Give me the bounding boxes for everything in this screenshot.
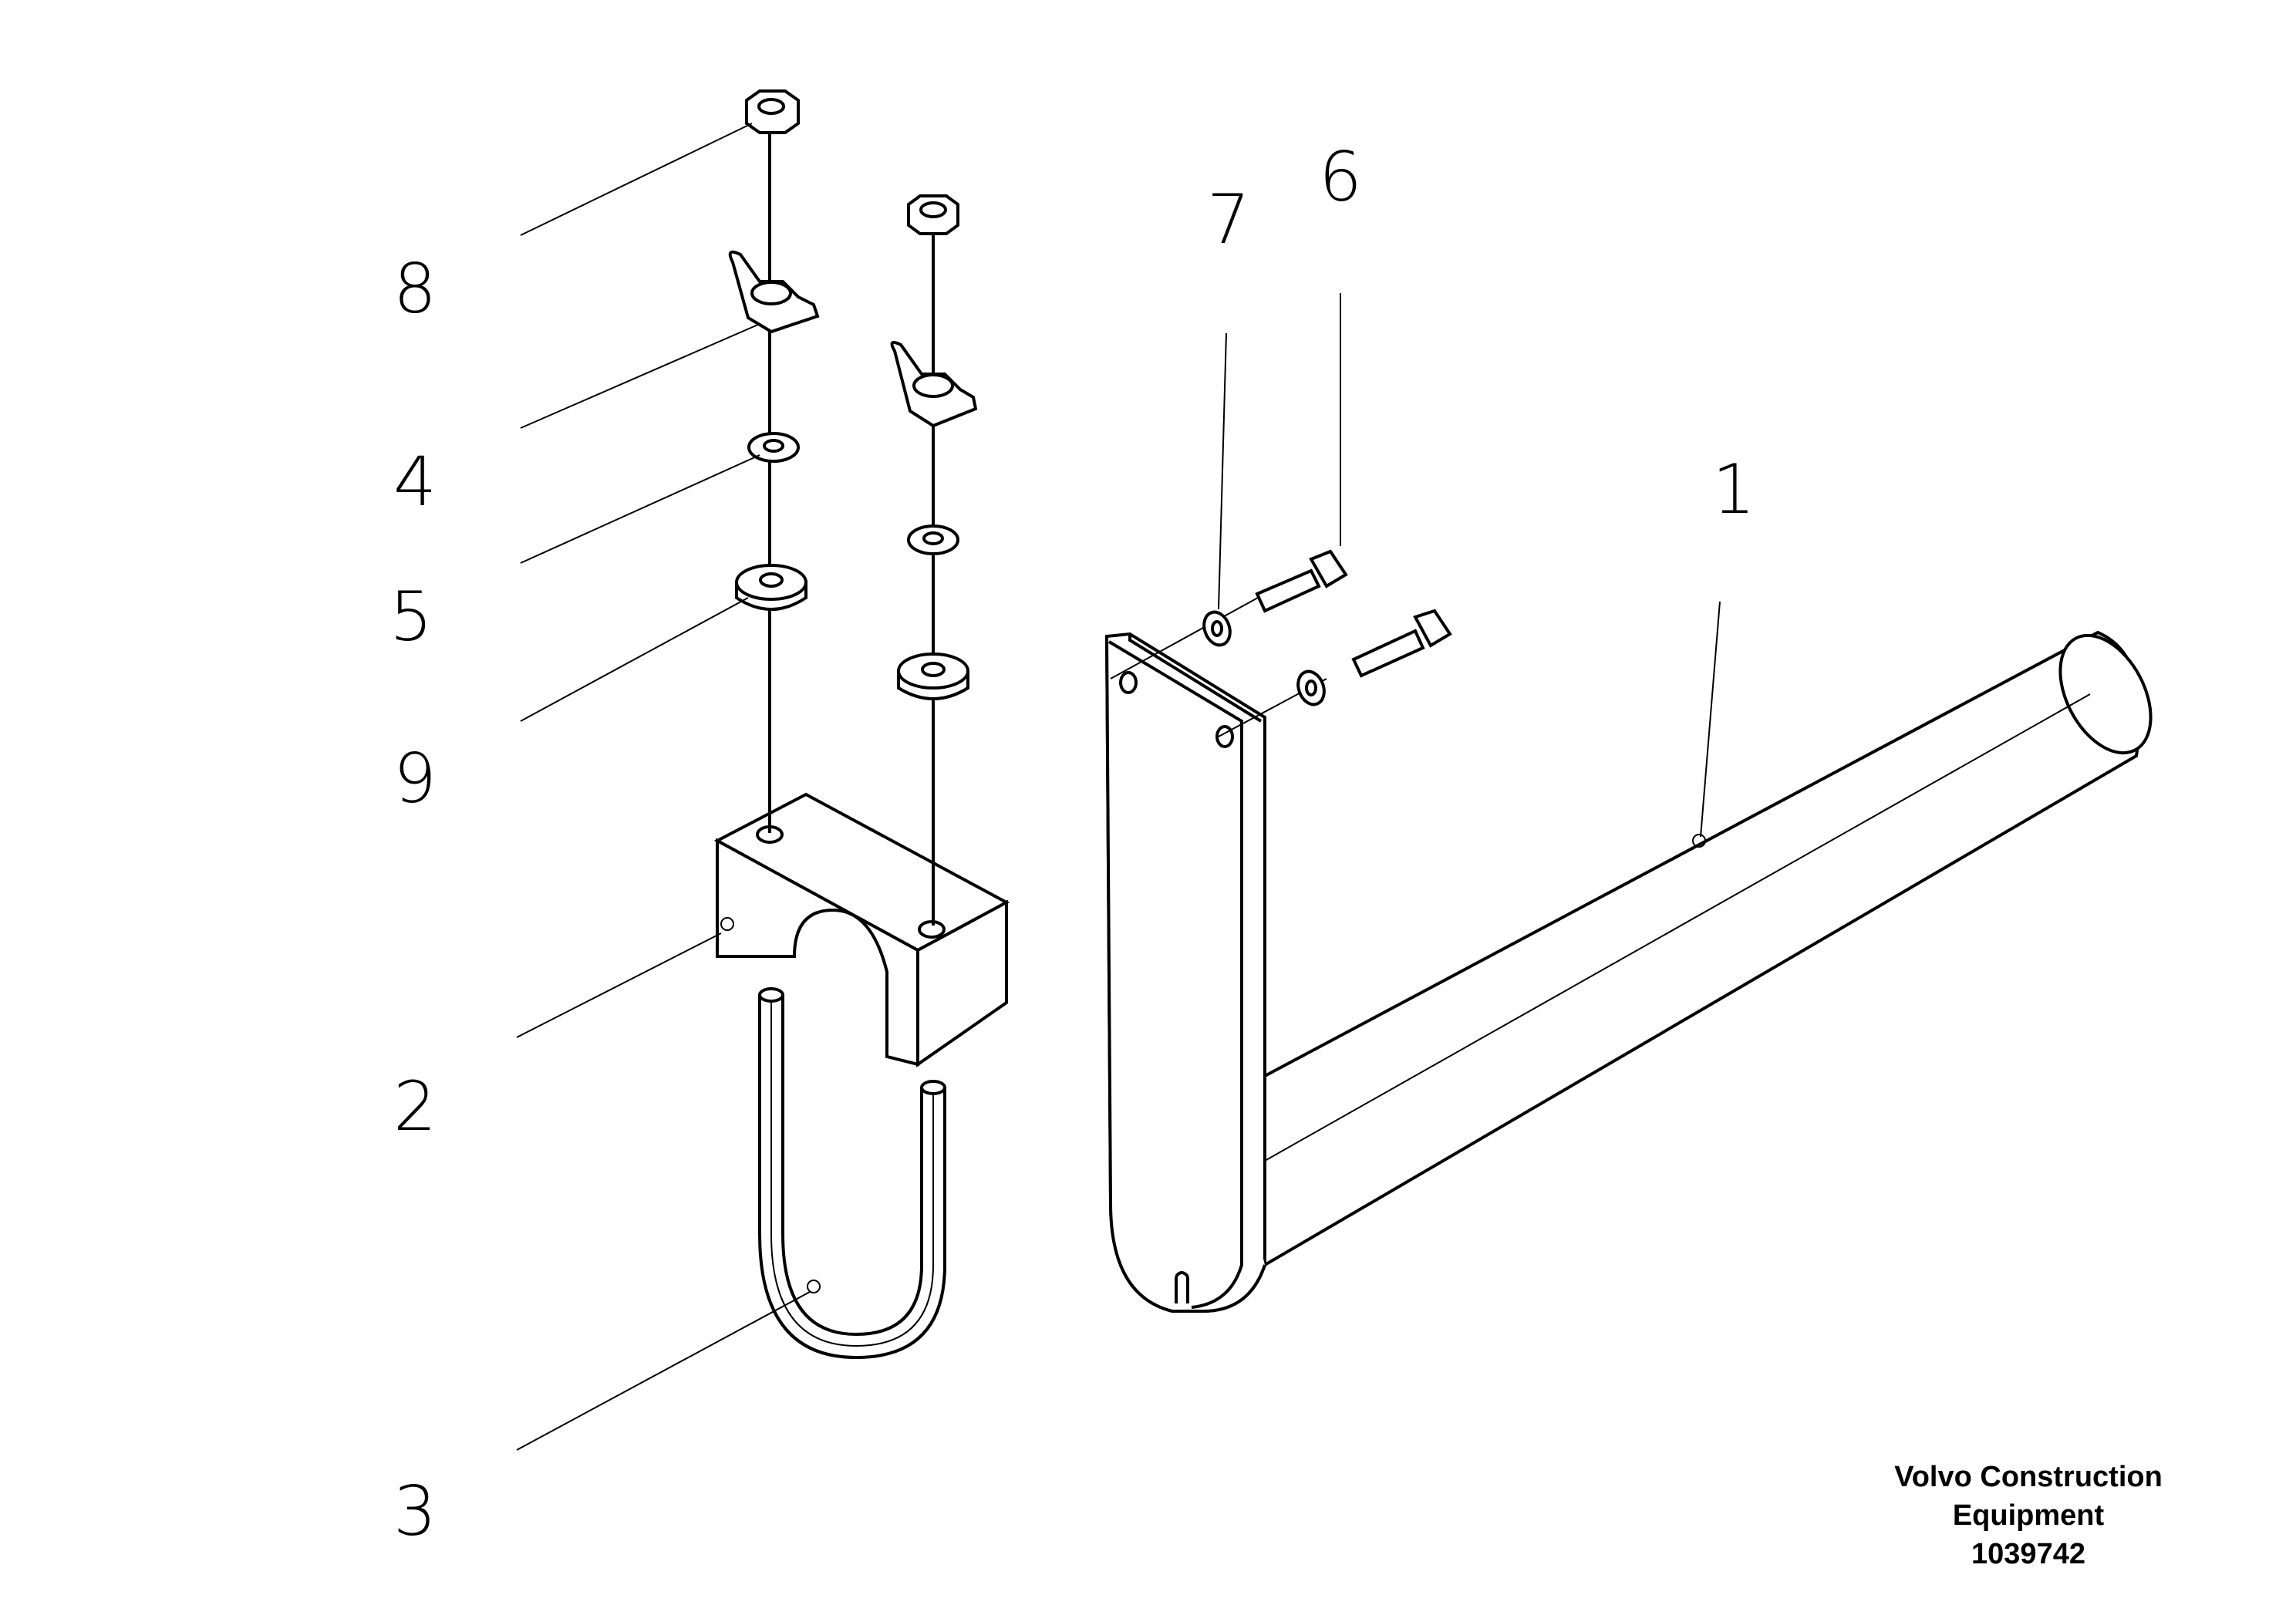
part-label-1: 1 bbox=[1712, 450, 1755, 529]
part-label-2: 2 bbox=[393, 1067, 437, 1146]
hardware-stack-left bbox=[728, 89, 820, 833]
part-label-6: 6 bbox=[1319, 137, 1362, 217]
part-label-5: 5 bbox=[389, 577, 433, 656]
part-1-tube-bracket bbox=[1104, 630, 2153, 1313]
hardware-stack-right bbox=[890, 194, 978, 926]
publisher-footer: Volvo Construction Equipment 1039742 bbox=[1805, 1458, 2252, 1573]
publisher-name-line1: Volvo Construction bbox=[1894, 1461, 2163, 1493]
drawing-number: 1039742 bbox=[1971, 1538, 2085, 1570]
bolts-and-washers bbox=[1110, 549, 1452, 737]
part-label-7: 7 bbox=[1207, 180, 1250, 259]
publisher-name-line2: Equipment bbox=[1952, 1499, 2105, 1532]
part-label-9: 9 bbox=[393, 739, 437, 818]
part-label-8: 8 bbox=[393, 249, 437, 329]
part-3-u-bolt bbox=[758, 987, 946, 1360]
leader-lines bbox=[516, 123, 1721, 1451]
part-label-4: 4 bbox=[393, 442, 437, 521]
part-label-3: 3 bbox=[393, 1472, 437, 1551]
part-number-labels: 8 4 5 9 2 3 7 6 1 bbox=[389, 137, 1755, 1551]
